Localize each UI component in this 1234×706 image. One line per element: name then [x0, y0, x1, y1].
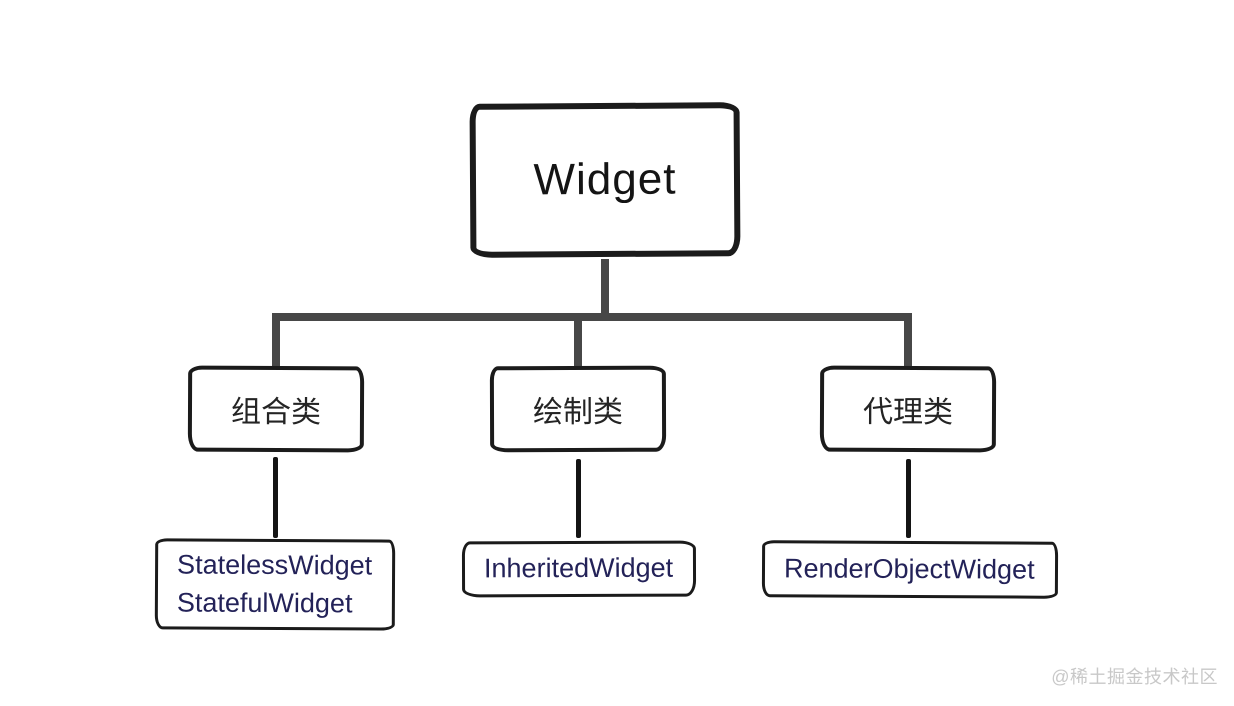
leaf-label-stateful-widget: StatefulWidget	[176, 586, 353, 618]
connector-leaf-middle	[576, 459, 581, 538]
node-category-paint: 绘制类	[489, 365, 667, 453]
node-category-composite: 组合类	[187, 365, 365, 453]
connector-root-stub	[601, 259, 609, 315]
node-category-proxy: 代理类	[819, 365, 997, 453]
connector-horizontal-bar	[272, 313, 912, 321]
node-widget: Widget	[469, 102, 741, 258]
node-category-paint-label: 绘制类	[532, 395, 624, 430]
node-category-composite-label: 组合类	[230, 395, 322, 430]
watermark: @稀土掘金技术社区	[1051, 667, 1218, 687]
connector-leaf-right	[906, 459, 911, 538]
node-widget-label: Widget	[533, 154, 677, 205]
node-category-proxy-label: 代理类	[862, 395, 954, 430]
leaf-label-renderobject-widget: RenderObjectWidget	[783, 553, 1035, 585]
connector-drop-right	[904, 315, 912, 368]
connector-drop-left	[272, 315, 280, 368]
leaf-label-stateless-widget: StatelessWidget	[177, 549, 373, 581]
node-leaf-renderobject-widget: RenderObjectWidget	[761, 540, 1059, 599]
leaf-label-inherited-widget: InheritedWidget	[483, 552, 674, 584]
node-leaf-stateless-stateful: StatelessWidget StatefulWidget	[154, 538, 396, 631]
connector-leaf-left	[273, 457, 278, 538]
connector-drop-middle	[574, 315, 582, 368]
node-leaf-inherited-widget: InheritedWidget	[461, 540, 697, 598]
